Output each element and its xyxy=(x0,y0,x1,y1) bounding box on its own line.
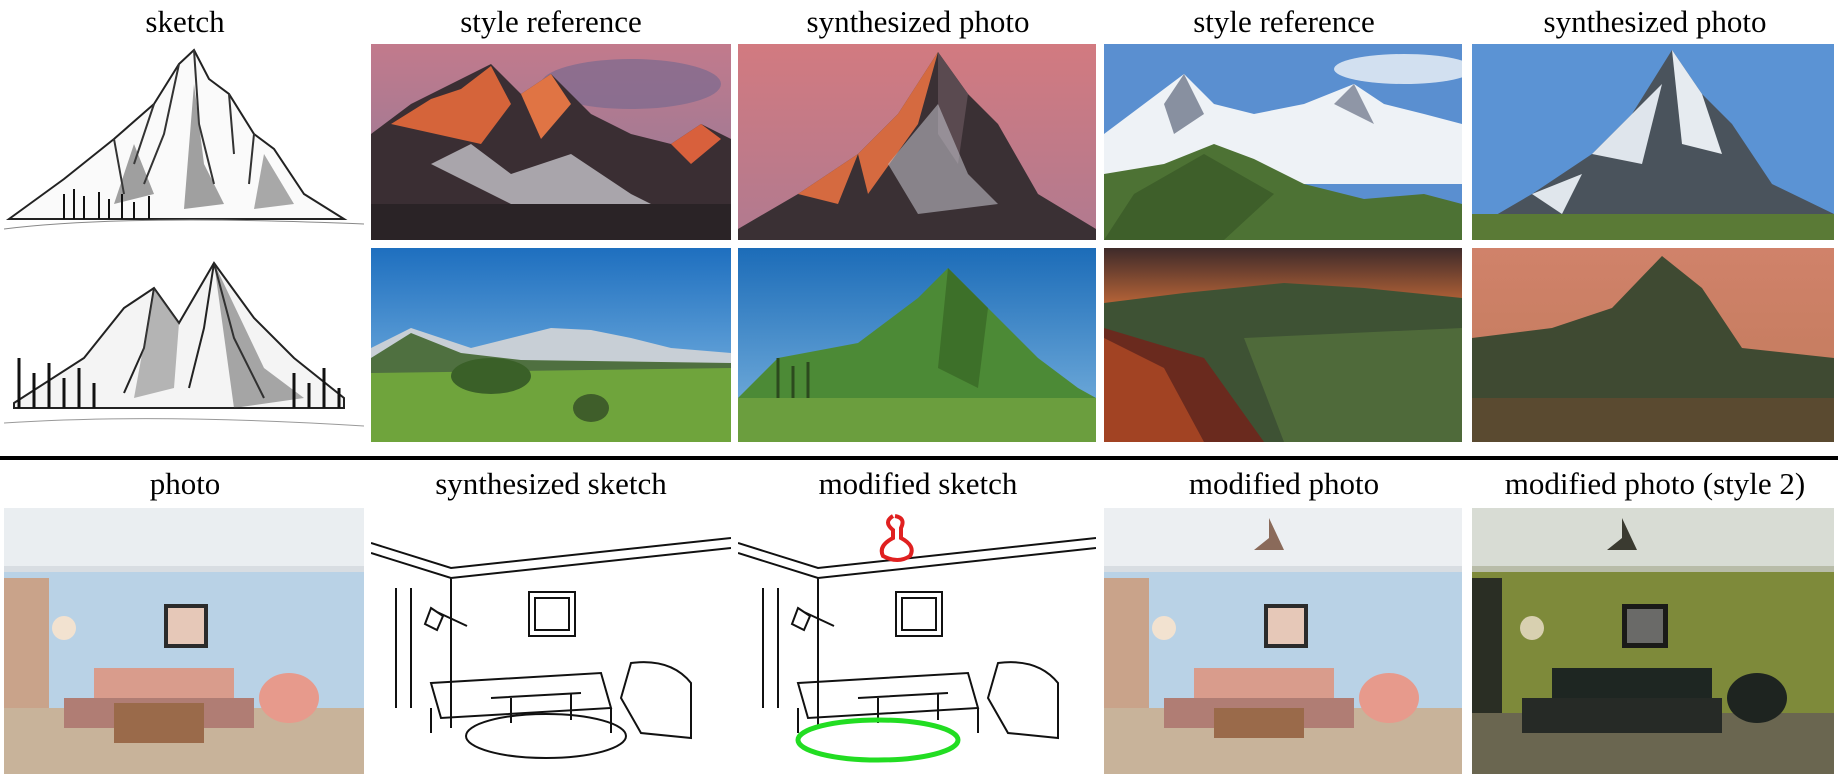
mountain-sketch-2 xyxy=(4,248,364,444)
mountain-photo-icon xyxy=(371,44,731,240)
label-modified-sketch: modified sketch xyxy=(818,466,1018,501)
style-reference-meadow xyxy=(371,248,731,442)
section-divider xyxy=(0,456,1838,460)
label-synthesized-photo-1: synthesized photo xyxy=(806,4,1030,39)
mountain-photo-icon xyxy=(1104,44,1462,240)
room-sketch-icon xyxy=(371,537,731,759)
synthesized-photo-sunset xyxy=(738,44,1096,240)
synthesized-photo-valley xyxy=(1472,248,1834,442)
style-reference-sunset xyxy=(371,44,731,240)
label-style-reference-1: style reference xyxy=(460,4,642,39)
mountain-sketch-1 xyxy=(4,44,364,239)
room-photo-icon xyxy=(1472,508,1834,774)
room-synthesized-sketch xyxy=(371,508,731,774)
style-reference-alpine xyxy=(1104,44,1462,240)
label-photo: photo xyxy=(149,466,221,501)
mountain-photo-icon xyxy=(371,248,731,442)
mountain-photo-icon xyxy=(1472,248,1834,442)
label-sketch: sketch xyxy=(145,4,225,39)
room-photo-icon xyxy=(1104,508,1462,774)
room-photo-icon xyxy=(4,508,364,774)
mountain-photo-icon xyxy=(738,44,1096,240)
style-reference-valley xyxy=(1104,248,1462,442)
room-photo xyxy=(4,508,364,774)
synthesized-photo-meadow xyxy=(738,248,1096,442)
room-modified-photo-style2 xyxy=(1472,508,1834,774)
mountain-photo-icon xyxy=(738,248,1096,442)
label-synthesized-photo-2: synthesized photo xyxy=(1543,4,1767,39)
mountain-photo-icon xyxy=(1472,44,1834,240)
label-style-reference-2: style reference xyxy=(1193,4,1375,39)
label-synthesized-sketch: synthesized sketch xyxy=(435,466,667,501)
label-modified-photo: modified photo xyxy=(1188,466,1380,501)
mountain-sketch-icon xyxy=(4,48,364,230)
mountain-sketch-icon xyxy=(4,261,364,427)
room-modified-sketch xyxy=(738,508,1096,774)
mountain-photo-icon xyxy=(1104,248,1462,442)
synthesized-photo-alpine xyxy=(1472,44,1834,240)
label-modified-photo-style2: modified photo (style 2) xyxy=(1504,466,1806,501)
room-modified-photo xyxy=(1104,508,1462,774)
room-sketch-icon xyxy=(738,514,1096,763)
